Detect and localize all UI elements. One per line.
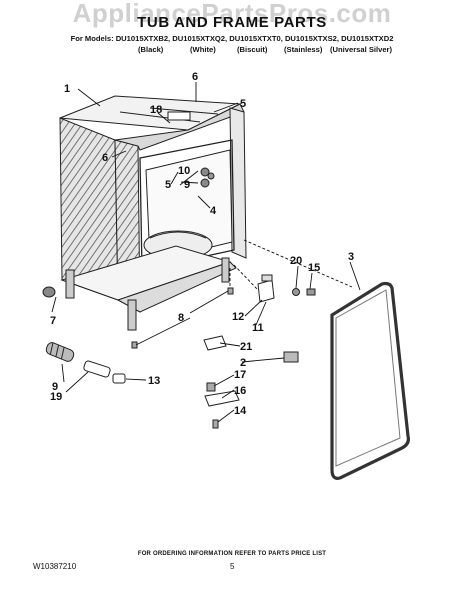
callout-5-mid: 5 <box>165 179 171 191</box>
color-stainless: (Stainless) <box>284 45 323 54</box>
screw-upper <box>227 287 234 295</box>
bracket-screw <box>206 382 216 392</box>
mounting-bracket <box>257 279 275 303</box>
color-biscuit: (Biscuit) <box>237 45 268 54</box>
callout-10: 10 <box>178 165 190 177</box>
leveling-leg <box>45 342 75 362</box>
callout-11: 11 <box>252 322 264 334</box>
models-line: For Models: DU1015XTXB2, DU1015XTXQ2, DU… <box>70 34 394 43</box>
color-black: (Black) <box>138 45 164 54</box>
watermark: AppliancePartsPros.com <box>72 0 392 28</box>
callout-15: 15 <box>308 262 320 274</box>
ordering-footer: FOR ORDERING INFORMATION REFER TO PARTS … <box>137 551 327 557</box>
door-gasket <box>330 281 410 480</box>
leg-cover <box>83 360 111 378</box>
callout-9: 9 <box>52 381 58 393</box>
spacer-clip <box>112 373 126 384</box>
callout-1: 1 <box>64 83 70 95</box>
callout-16: 16 <box>234 385 246 397</box>
callout-6-left: 6 <box>102 152 108 164</box>
mounting-plate <box>203 335 227 351</box>
callout-7: 7 <box>50 315 56 327</box>
callout-3: 3 <box>348 251 354 263</box>
page-title: TUB AND FRAME PARTS <box>137 14 327 31</box>
color-universal-silver: (Universal Silver) <box>330 45 393 54</box>
door-strike <box>204 390 240 407</box>
callout-20: 20 <box>290 255 302 267</box>
leader-lines <box>51 82 361 423</box>
callout-18: 18 <box>150 104 162 116</box>
callout-9-grommet: 9 <box>184 179 190 191</box>
callout-12: 12 <box>232 311 244 323</box>
callout-14: 14 <box>234 405 247 417</box>
callout-8: 8 <box>178 312 184 324</box>
color-white: (White) <box>190 45 216 54</box>
hinge-clip <box>283 351 299 363</box>
nut <box>292 288 300 296</box>
leveling-foot <box>42 286 56 298</box>
page-number: 5 <box>230 562 235 571</box>
document-number: W10387210 <box>33 562 77 571</box>
hold-down-screw <box>212 419 219 429</box>
callout-4: 4 <box>210 205 217 217</box>
callout-6-top: 6 <box>192 71 198 83</box>
callout-2: 2 <box>240 357 246 369</box>
callout-17: 17 <box>234 369 246 381</box>
mounting-screw <box>306 288 316 296</box>
callout-5-top: 5 <box>240 98 246 110</box>
callout-19: 19 <box>50 391 62 403</box>
tub-frame-assembly <box>59 95 247 331</box>
callout-13: 13 <box>148 375 160 387</box>
callout-21: 21 <box>240 341 252 353</box>
